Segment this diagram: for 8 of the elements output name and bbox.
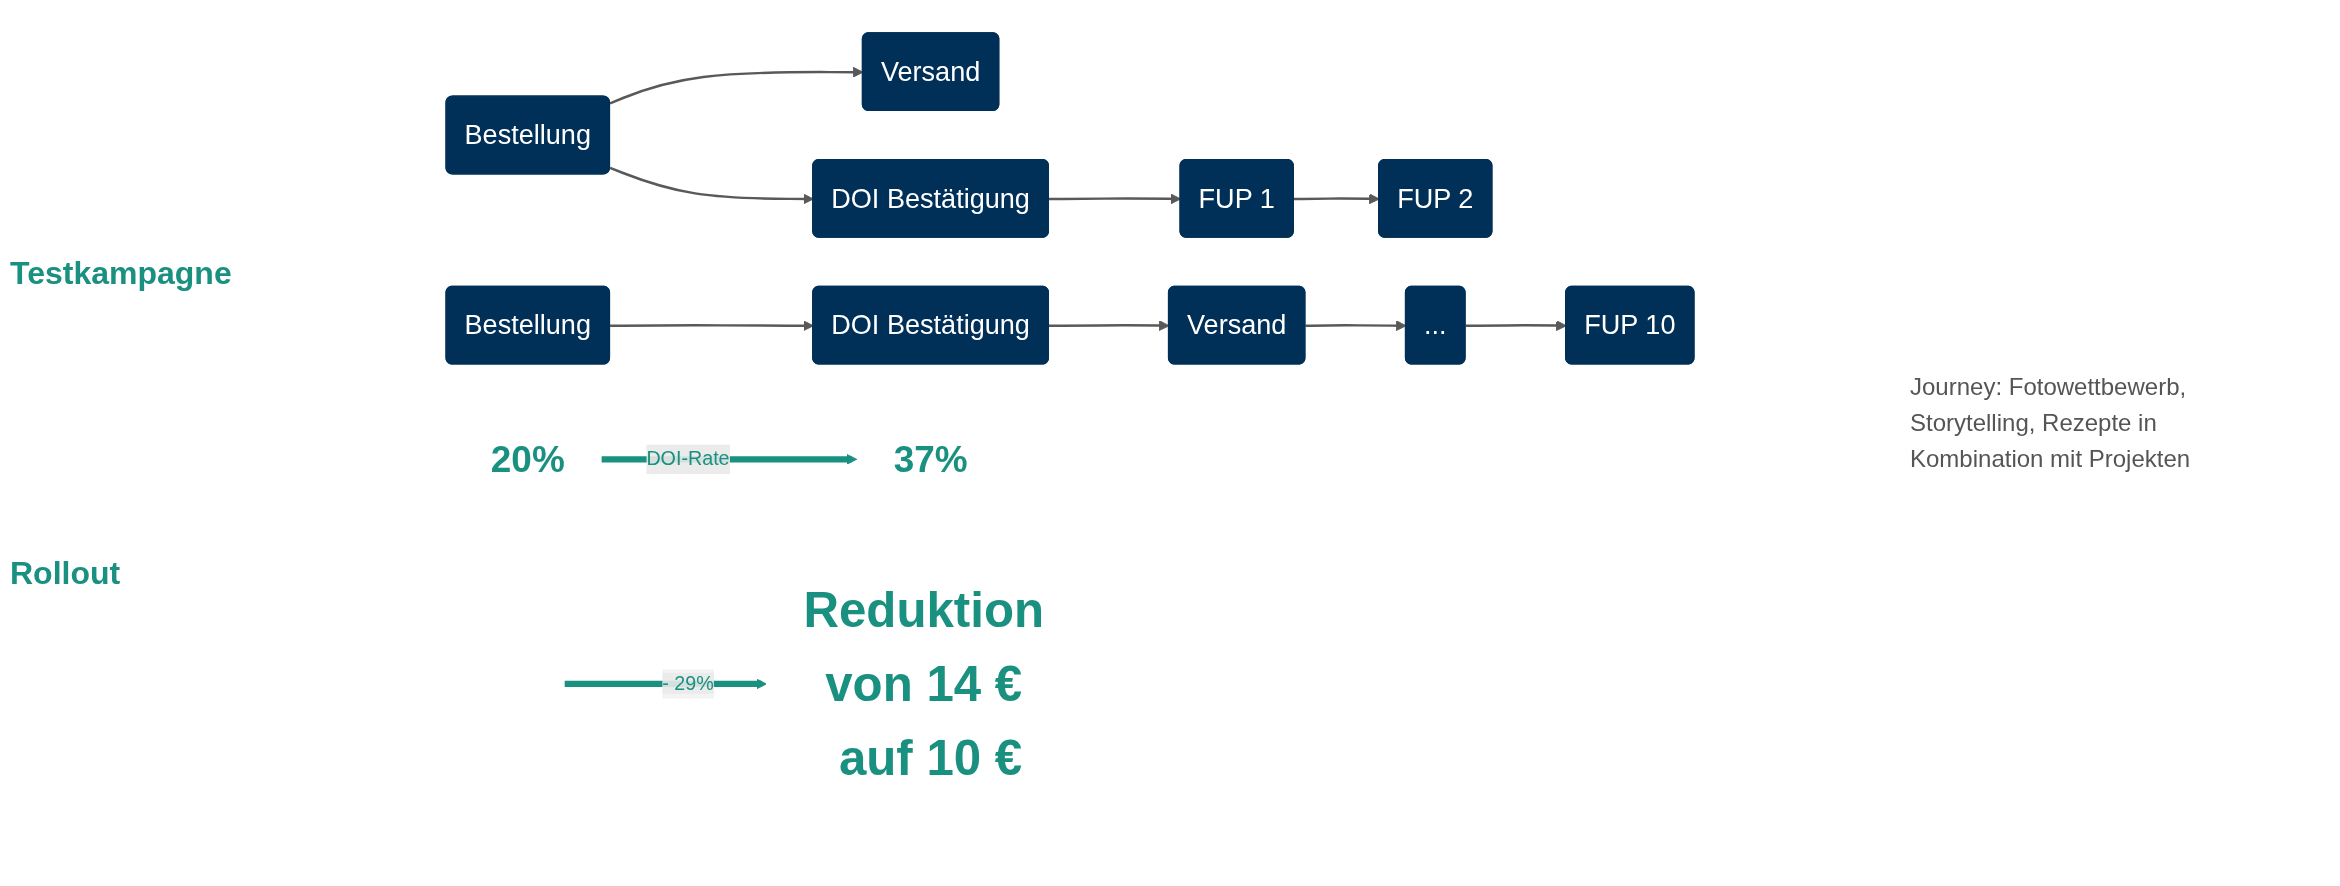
row-heading: Testkampagne — [10, 254, 230, 292]
note-text: Journey: Fotowettbewerb, Storytelling, Rezepte in Kombination mit Projekten — [1910, 373, 2191, 472]
node-text: 37% — [893, 439, 968, 480]
row-heading: Rollout — [10, 554, 122, 592]
edge-label: - 29% — [662, 672, 714, 694]
node-text: 20% — [490, 439, 565, 480]
edge-label: DOI-Rate — [646, 448, 730, 470]
node-text: Reduktion von 14 € auf 10 € — [803, 583, 1045, 785]
